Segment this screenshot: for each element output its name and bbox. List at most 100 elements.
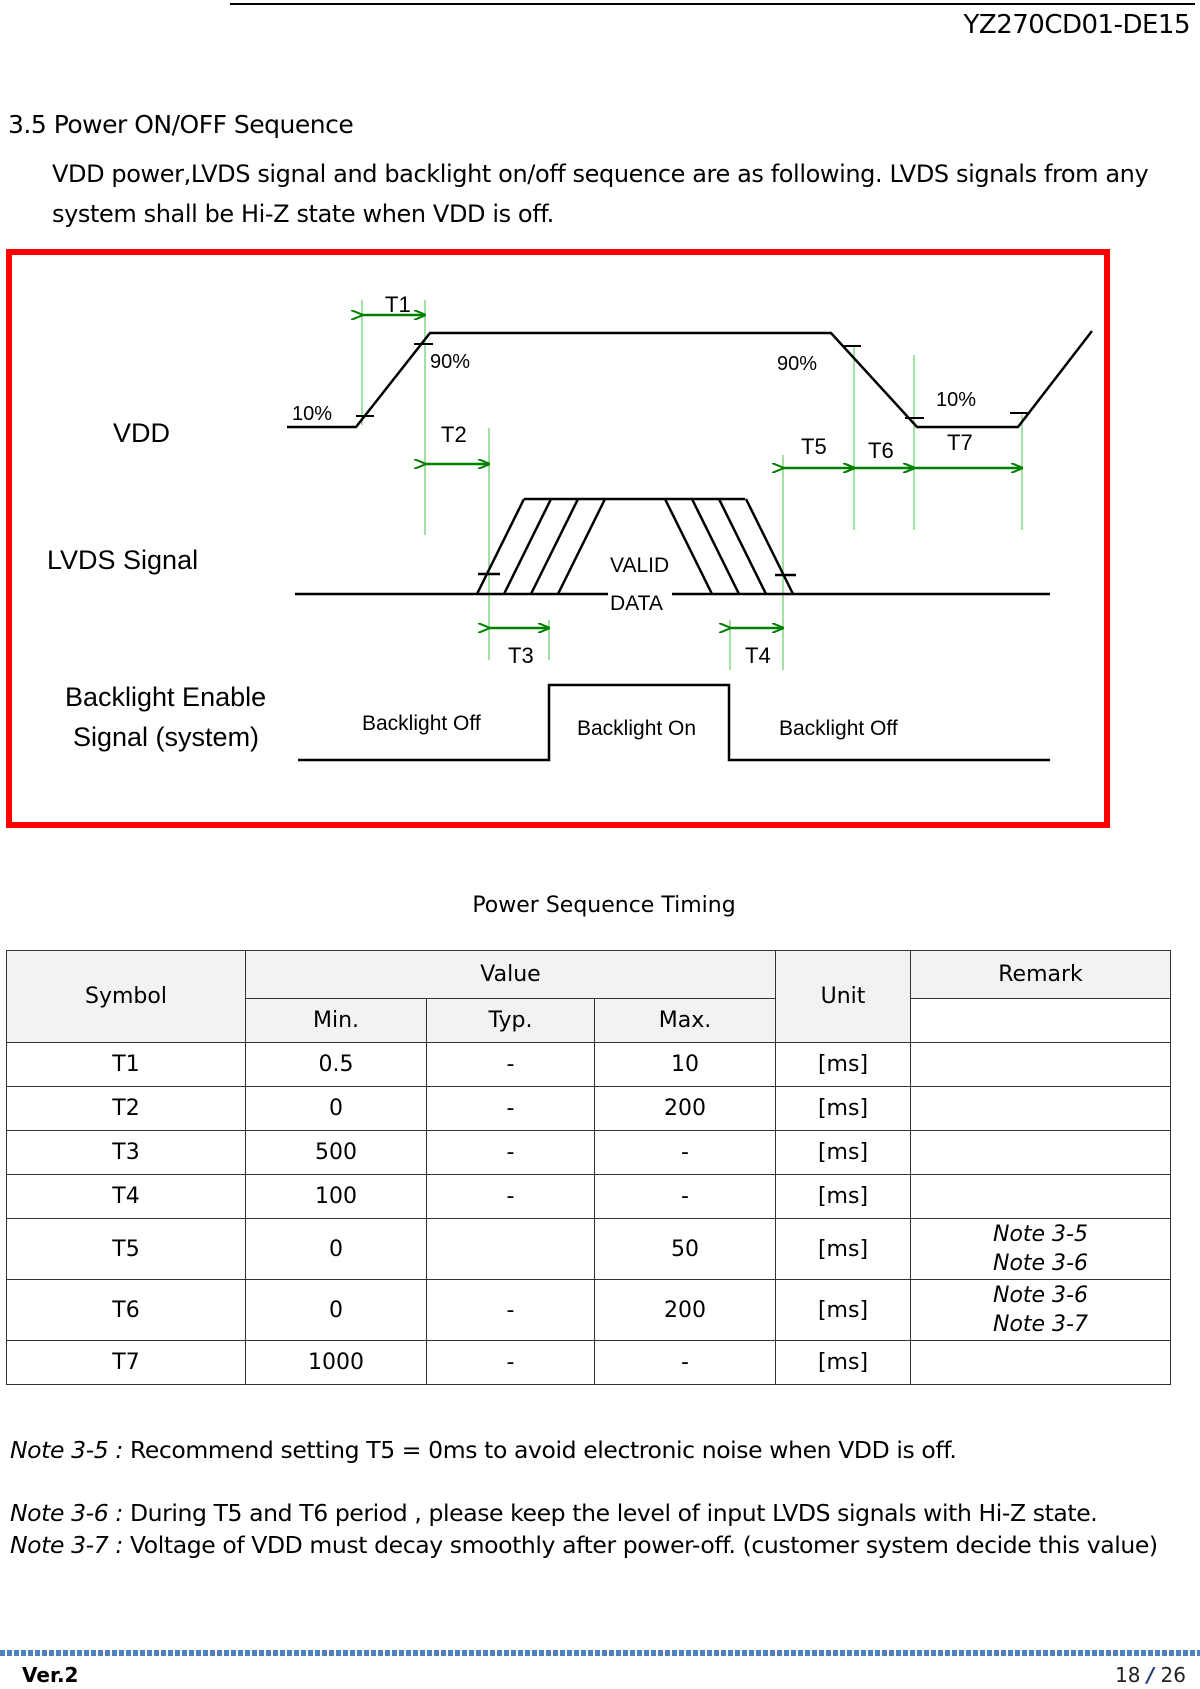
remark-note: Note 3-6 [992, 1251, 1088, 1276]
t2-label: T2 [441, 422, 467, 447]
valid-data-line1: VALID [610, 554, 669, 577]
cell-symbol: T4 [6, 1174, 246, 1219]
cell-unit: [ms] [775, 1086, 911, 1131]
cell-remark: Note 3-6 Note 3-7 [910, 1279, 1171, 1341]
cell-max: 10 [594, 1042, 776, 1087]
table-row: T3 500 - - [ms] [6, 1130, 1171, 1175]
table-row: T7 1000 - - [ms] [6, 1340, 1171, 1385]
cell-typ [426, 1218, 595, 1280]
timing-arrows [362, 315, 1022, 628]
cell-unit: [ms] [775, 1340, 911, 1385]
note-3-7: Note 3-7 : Voltage of VDD must decay smo… [10, 1531, 1158, 1559]
remark-header: Remark [910, 950, 1171, 999]
vdd-90pct-left: 90% [430, 351, 470, 373]
power-sequence-diagram: VDD LVDS Signal Backlight Enable Signal … [47, 292, 1093, 762]
page-number: 18 / 26 [1115, 1663, 1186, 1687]
cell-max: - [594, 1174, 776, 1219]
timing-labels: T1 T2 T3 T4 T5 T6 T7 [385, 292, 973, 668]
backlight-row-label-line2: Signal (system) [73, 722, 259, 752]
note-3-6: Note 3-6 : During T5 and T6 period , ple… [10, 1499, 1098, 1527]
value-header: Value [245, 950, 776, 999]
cell-typ: - [426, 1340, 595, 1385]
backlight-on-label: Backlight On [577, 717, 696, 740]
cell-symbol: T5 [6, 1218, 246, 1280]
note-3-5: Note 3-5 : Recommend setting T5 = 0ms to… [10, 1436, 957, 1464]
cell-min: 100 [245, 1174, 427, 1219]
table-title: Power Sequence Timing [472, 893, 736, 918]
cell-typ: - [426, 1086, 595, 1131]
cell-remark [910, 1042, 1171, 1087]
cell-unit: [ms] [775, 1130, 911, 1175]
vdd-threshold-ticks [356, 343, 1030, 419]
t1-label: T1 [385, 292, 411, 317]
remark-note: Note 3-7 [992, 1312, 1088, 1337]
backlight-enable-waveform [298, 683, 1050, 762]
lvds-transition-edges [475, 498, 796, 595]
cell-min: 0.5 [245, 1042, 427, 1087]
cell-typ: - [426, 1279, 595, 1341]
min-header: Min. [245, 998, 427, 1043]
cell-typ: - [426, 1130, 595, 1175]
t6-label: T6 [868, 438, 894, 463]
document-id: YZ270CD01-DE15 [963, 10, 1191, 40]
section-intro: VDD power,LVDS signal and backlight on/o… [52, 160, 1149, 228]
typ-header: Typ. [426, 998, 595, 1043]
cell-remark [910, 1130, 1171, 1175]
backlight-off-left-label: Backlight Off [362, 712, 481, 735]
lvds-row-label: LVDS Signal [47, 545, 198, 575]
cell-symbol: T6 [6, 1279, 246, 1341]
vdd-waveform [287, 330, 1093, 429]
remark-subheader [910, 998, 1171, 1043]
page-current: 18 [1115, 1663, 1141, 1687]
cell-unit: [ms] [775, 1042, 911, 1087]
header-rule [230, 3, 1195, 5]
page-total: 26 [1160, 1663, 1186, 1687]
timing-diagram-frame [6, 249, 1110, 828]
symbol-header: Symbol [6, 950, 246, 1043]
cell-remark [910, 1340, 1171, 1385]
cell-unit: [ms] [775, 1279, 911, 1341]
backlight-row-label-line1: Backlight Enable [65, 682, 266, 712]
cell-symbol: T1 [6, 1042, 246, 1087]
remark-note: Note 3-6 [992, 1283, 1088, 1308]
vdd-90pct-right: 90% [777, 353, 817, 375]
note-text: Recommend setting T5 = 0ms to avoid elec… [122, 1436, 957, 1464]
valid-data-line2: DATA [610, 592, 663, 615]
cell-typ: - [426, 1174, 595, 1219]
t5-label: T5 [801, 434, 827, 459]
power-sequence-timing-table: Symbol Value Unit Remark Min. Typ. Max. … [6, 950, 1171, 1385]
table-row: T4 100 - - [ms] [6, 1174, 1171, 1219]
cell-remark [910, 1174, 1171, 1219]
unit-header: Unit [775, 950, 911, 1043]
cell-max: 200 [594, 1086, 776, 1131]
table-row: T2 0 - 200 [ms] [6, 1086, 1171, 1131]
table-row: T5 0 50 [ms] Note 3-5 Note 3-6 [6, 1218, 1171, 1280]
vdd-10pct-left: 10% [292, 403, 332, 425]
cell-max: - [594, 1340, 776, 1385]
t3-label: T3 [508, 643, 534, 668]
cell-symbol: T7 [6, 1340, 246, 1385]
cell-min: 0 [245, 1279, 427, 1341]
cell-remark [910, 1086, 1171, 1131]
cell-symbol: T3 [6, 1130, 246, 1175]
cell-max: - [594, 1130, 776, 1175]
note-label: Note 3-5 : [10, 1436, 123, 1464]
max-header: Max. [594, 998, 776, 1043]
note-text: During T5 and T6 period , please keep th… [122, 1499, 1098, 1527]
cell-max: 50 [594, 1218, 776, 1280]
footer-dotted-rule [0, 1650, 1200, 1656]
cell-unit: [ms] [775, 1174, 911, 1219]
t7-label: T7 [947, 430, 973, 455]
note-text: Voltage of VDD must decay smoothly after… [122, 1531, 1158, 1559]
cell-min: 500 [245, 1130, 427, 1175]
cell-max: 200 [594, 1279, 776, 1341]
note-label: Note 3-6 : [10, 1499, 123, 1527]
vdd-row-label: VDD [113, 418, 170, 448]
remark-note: Note 3-5 [992, 1222, 1088, 1247]
cell-min: 0 [245, 1218, 427, 1280]
note-label: Note 3-7 : [10, 1531, 123, 1559]
cell-typ: - [426, 1042, 595, 1087]
cell-min: 0 [245, 1086, 427, 1131]
cell-symbol: T2 [6, 1086, 246, 1131]
cell-remark: Note 3-5 Note 3-6 [910, 1218, 1171, 1280]
